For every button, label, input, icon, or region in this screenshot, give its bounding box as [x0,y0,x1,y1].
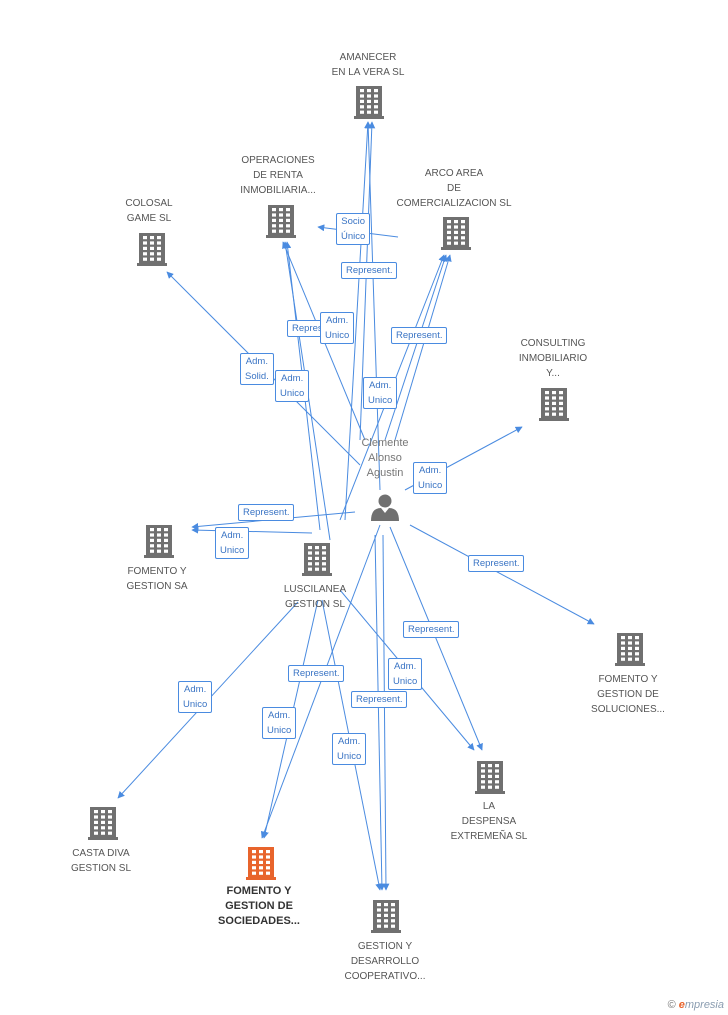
edge-line-21 [382,534,390,891]
building-icon[interactable] [246,847,276,880]
edge-line-8 [394,254,452,441]
edge-line-12 [191,526,313,534]
edge-label-represent-soluciones[interactable]: Represent. [468,555,525,572]
footer-brand: © empresia [668,999,724,1011]
edge-label-adm-unico-consulting[interactable]: Adm. Unico [413,462,448,494]
company-label-fomento-sa[interactable]: FOMENTO Y GESTION SA [126,566,188,592]
company-label-amanecer[interactable]: AMANECER EN LA VERA SL [331,52,405,78]
person-name[interactable]: Clemente Alonso Agustin [361,437,409,479]
company-label-luscilanea[interactable]: LUSCILANEA GESTION SL [283,584,347,610]
company-label-fomento-sociedades[interactable]: FOMENTO Y GESTION DE SOCIEDADES... [218,885,300,927]
copyright-symbol: © [667,999,676,1011]
edge-label-represent-amanecer[interactable]: Represent. [341,262,398,279]
company-label-colosal[interactable]: COLOSAL GAME SL [125,198,173,224]
company-label-operaciones[interactable]: OPERACIONES DE RENTA INMOBILIARIA... [240,155,316,196]
edge-line-7 [384,254,448,441]
building-icon[interactable] [137,233,167,266]
edge-label-represent-fomento-sa[interactable]: Represent. [238,504,295,521]
building-icon[interactable] [441,217,471,250]
person-icon[interactable] [371,494,399,522]
brand-logo-e: e [678,999,685,1011]
edge-line-20 [374,534,386,891]
company-label-despensa[interactable]: LA DESPENSA EXTREMEÑA SL [450,801,528,842]
edge-label-represent-gestion-desarrollo[interactable]: Represent. [351,691,408,708]
edge-label-adm-unico-arco[interactable]: Adm. Unico [363,377,398,409]
edge-label-adm-unico-fomento-sa[interactable]: Adm. Unico [215,527,250,559]
company-label-consulting[interactable]: CONSULTING INMOBILIARIO Y... [518,338,588,379]
edge-label-adm-unico-gestion-desarrollo[interactable]: Adm. Unico [332,733,367,765]
edge-label-represent-arco[interactable]: Represent. [391,327,448,344]
company-label-arco[interactable]: ARCO AREA DE COMERCIALIZACION SL [396,168,512,209]
edge-label-adm-unico-sociedades[interactable]: Adm. Unico [262,707,297,739]
company-label-fomento-soluciones[interactable]: FOMENTO Y GESTION DE SOLUCIONES... [591,674,665,715]
building-icon[interactable] [144,525,174,558]
building-icon[interactable] [475,761,505,794]
edge-line-14 [409,524,595,625]
edge-label-socio-unico[interactable]: Socio Único [336,213,371,245]
building-icon[interactable] [302,543,332,576]
edge-label-represent-despensa[interactable]: Represent. [403,621,460,638]
edge-label-adm-unico-operaciones[interactable]: Adm. Unico [320,312,355,344]
company-label-gestion-desarrollo[interactable]: GESTION Y DESARROLLO COOPERATIVO... [344,941,426,982]
building-icon[interactable] [266,205,296,238]
building-icon[interactable] [539,388,569,421]
edge-label-adm-unico-casta[interactable]: Adm. Unico [178,681,213,713]
company-label-casta[interactable]: CASTA DIVA GESTION SL [70,848,131,874]
brand-logo-text: mpresia [684,999,724,1011]
building-icon[interactable] [88,807,118,840]
building-icon[interactable] [615,633,645,666]
building-icon[interactable] [371,900,401,933]
edge-label-adm-solid[interactable]: Adm. Solid. [240,353,274,385]
edge-line-1 [359,121,376,441]
edge-label-represent-sociedades[interactable]: Represent. [288,665,345,682]
edge-label-adm-unico-colosal[interactable]: Adm. Unico [275,370,310,402]
edge-label-adm-unico-despensa[interactable]: Adm. Unico [388,658,423,690]
building-icon[interactable] [354,86,384,119]
node-icons [88,86,645,933]
edge-line-15 [389,526,483,751]
